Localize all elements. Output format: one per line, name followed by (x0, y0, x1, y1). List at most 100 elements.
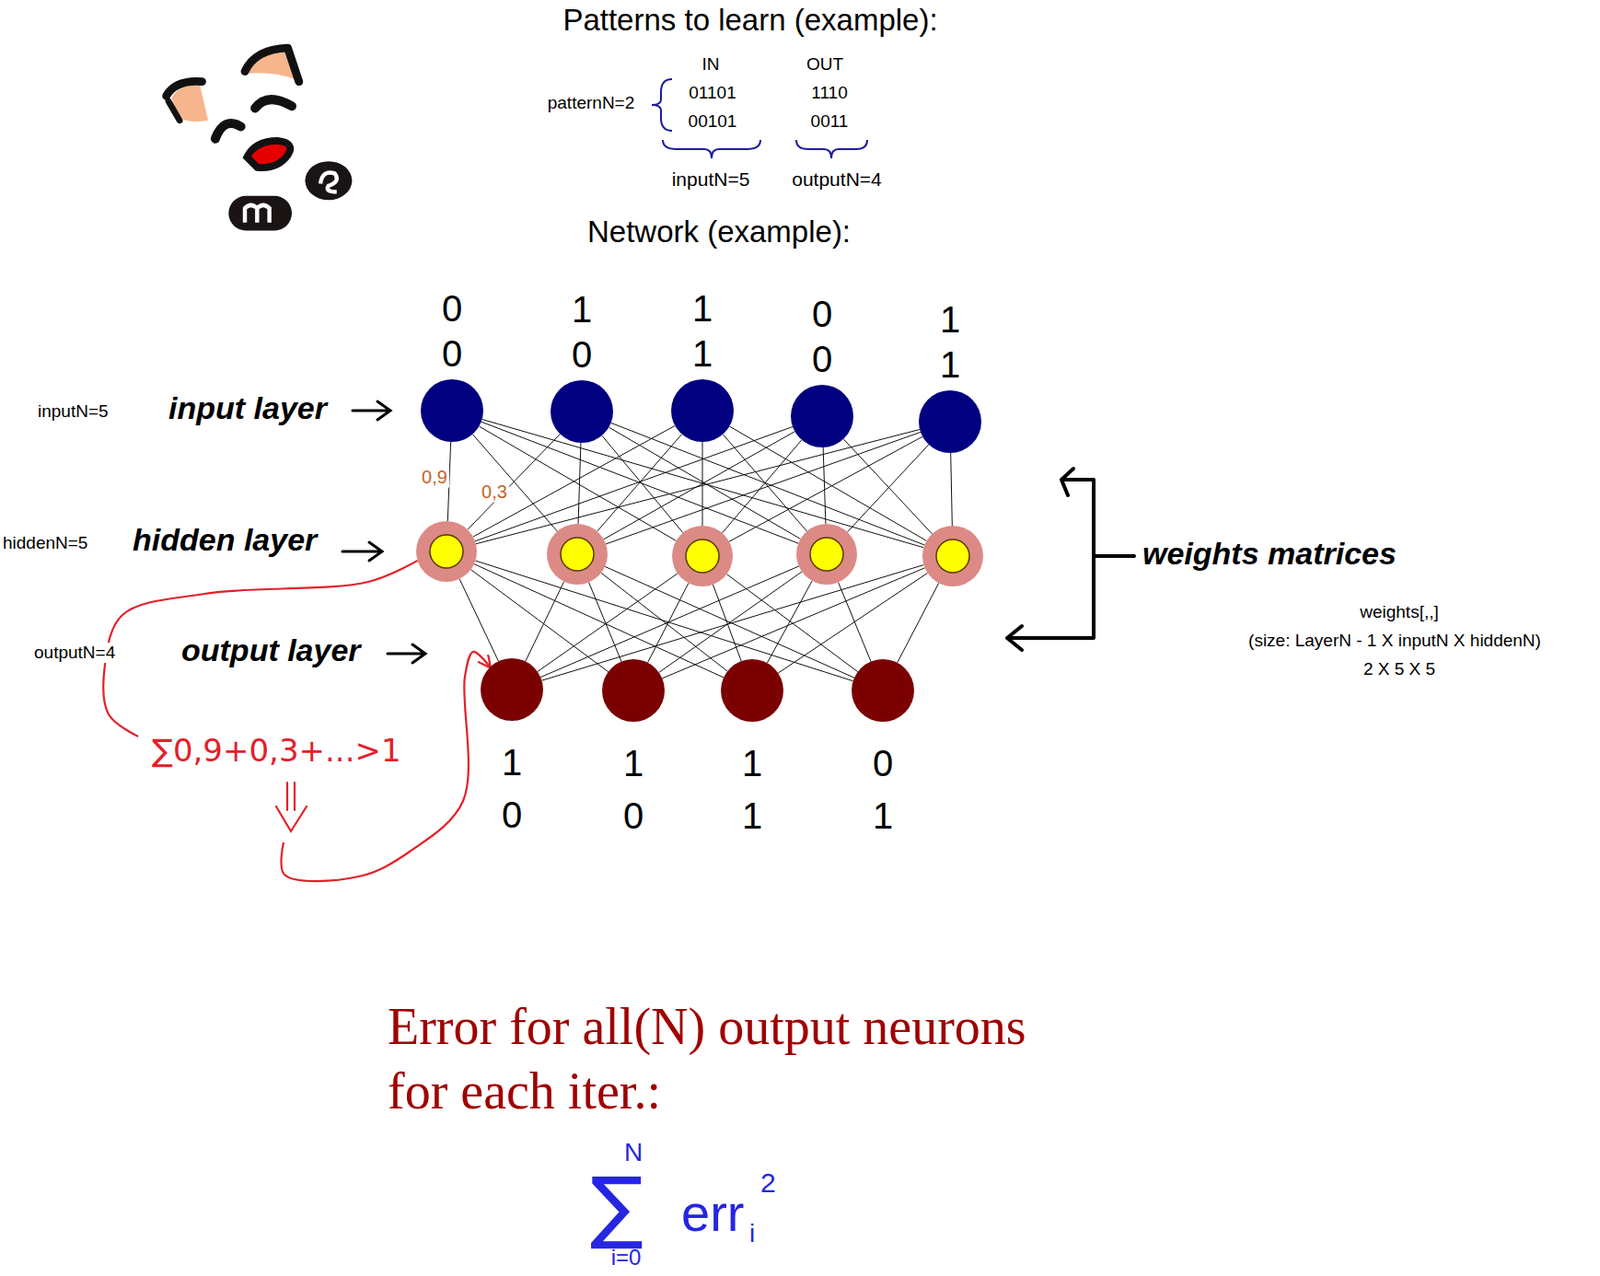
weight-connection (766, 580, 812, 663)
weight-value: 0,9 (419, 466, 450, 488)
neuron-circle (672, 525, 733, 587)
neuron-shape (671, 379, 734, 442)
neuron-shape (546, 523, 608, 585)
neuron-shape (480, 658, 544, 721)
neuron-value: 0 (501, 796, 522, 834)
neuron-value: 1 (939, 346, 961, 383)
layer-size: outputN=4 (32, 642, 117, 663)
neuron-circle (671, 379, 734, 442)
output-neuron: 10 (480, 658, 544, 721)
column-header: IN (702, 54, 720, 75)
neuron-shape (550, 380, 614, 443)
neuron-core (810, 537, 844, 571)
neuron-shape (602, 659, 665, 722)
weight-connection (475, 560, 853, 682)
neuron-value: 1 (571, 290, 592, 328)
input-neuron: 00 (790, 384, 854, 448)
input-neuron: 10 (550, 380, 614, 443)
neuron-shape (416, 521, 477, 582)
input-neuron: 11 (918, 390, 982, 453)
page-heading: Patterns to learn (example): (562, 2, 938, 38)
neuron-value: 1 (872, 797, 893, 835)
implies-arrow (276, 782, 307, 832)
sum-limit: N (624, 1139, 643, 1166)
eyebrow (255, 99, 292, 108)
neuron-value: 1 (742, 744, 763, 782)
weight-connection (537, 573, 678, 673)
neuron-value: 0 (441, 289, 463, 327)
input-pattern: 00101 (688, 111, 738, 132)
output-neuron: 01 (851, 659, 915, 722)
sum-limit: i=0 (611, 1246, 642, 1269)
weight-connection (605, 431, 921, 545)
weight-connection (843, 439, 932, 534)
weight-connection (475, 427, 793, 542)
weight-connection (470, 569, 608, 673)
neuron-core (685, 539, 719, 573)
neuron-circle (790, 384, 854, 448)
output-count: outputN=4 (791, 168, 882, 191)
neuron-core (936, 539, 970, 573)
weight-connection (472, 434, 557, 532)
bracket (1007, 468, 1135, 650)
neuron-value: 0 (571, 336, 592, 373)
weight-connection (823, 447, 826, 524)
neuron-value: 0 (811, 340, 833, 378)
neuron-circle (796, 523, 858, 585)
neuron-shape (796, 523, 858, 585)
ear-outline (168, 101, 180, 121)
neuron-shape (851, 659, 915, 722)
neuron-value: 0 (441, 335, 463, 372)
teeth (244, 205, 270, 223)
weight-connection (712, 584, 742, 661)
output-pattern: 0011 (811, 111, 849, 132)
weight-connection (721, 440, 801, 534)
pointer-arrow (352, 401, 391, 420)
layer-size: inputN=5 (37, 401, 109, 422)
subscript: i (749, 1220, 755, 1247)
hidden-neuron (922, 525, 984, 587)
pattern-count: patternN=2 (547, 92, 636, 114)
activation-arrow (103, 560, 490, 882)
weights-note: (size: LayerN - 1 X inputN X hiddenN) (1248, 630, 1542, 651)
input-count: inputN=5 (672, 168, 751, 191)
neuron-circle (922, 525, 984, 587)
neuron-circle (546, 523, 608, 585)
neuron-circle (480, 658, 544, 721)
neuron-value: 1 (623, 744, 644, 782)
cartoon-face (166, 47, 353, 231)
curly-brace (796, 139, 868, 159)
activation-sum: ∑0,9+0,3+...>1 (151, 732, 402, 769)
column-header: OUT (806, 54, 844, 75)
cheek (304, 161, 352, 200)
hidden-neuron (546, 523, 608, 585)
neuron-value: 0 (623, 797, 644, 835)
ear-outline (166, 81, 203, 96)
neuron-core (560, 537, 594, 571)
layer-name: output layer (181, 632, 361, 669)
neuron-shape (672, 525, 733, 587)
neuron-circle (602, 659, 665, 722)
neuron-circle (416, 521, 477, 582)
neuron-shape (420, 379, 484, 442)
neuron-value: 0 (872, 744, 893, 782)
neuron-circle (550, 380, 614, 443)
layer-name: input layer (168, 390, 327, 427)
weight-connection (473, 425, 675, 537)
curly-brace (651, 79, 673, 131)
weight-value: 0,3 (479, 481, 510, 503)
curly-brace (662, 139, 761, 159)
superscript: 2 (760, 1169, 777, 1197)
sum-symbol: ∑ (590, 1166, 644, 1246)
output-neuron: 10 (602, 659, 665, 722)
eyebrow (215, 123, 242, 140)
neuron-value: 0 (811, 295, 833, 333)
neuron-circle (420, 379, 484, 442)
output-pattern: 1110 (811, 82, 847, 104)
neuron-core (429, 534, 464, 569)
neuron-shape (918, 390, 982, 453)
weight-connection (578, 442, 581, 524)
nose (246, 140, 290, 168)
weight-connection (481, 421, 799, 544)
neuron-circle (918, 390, 982, 453)
